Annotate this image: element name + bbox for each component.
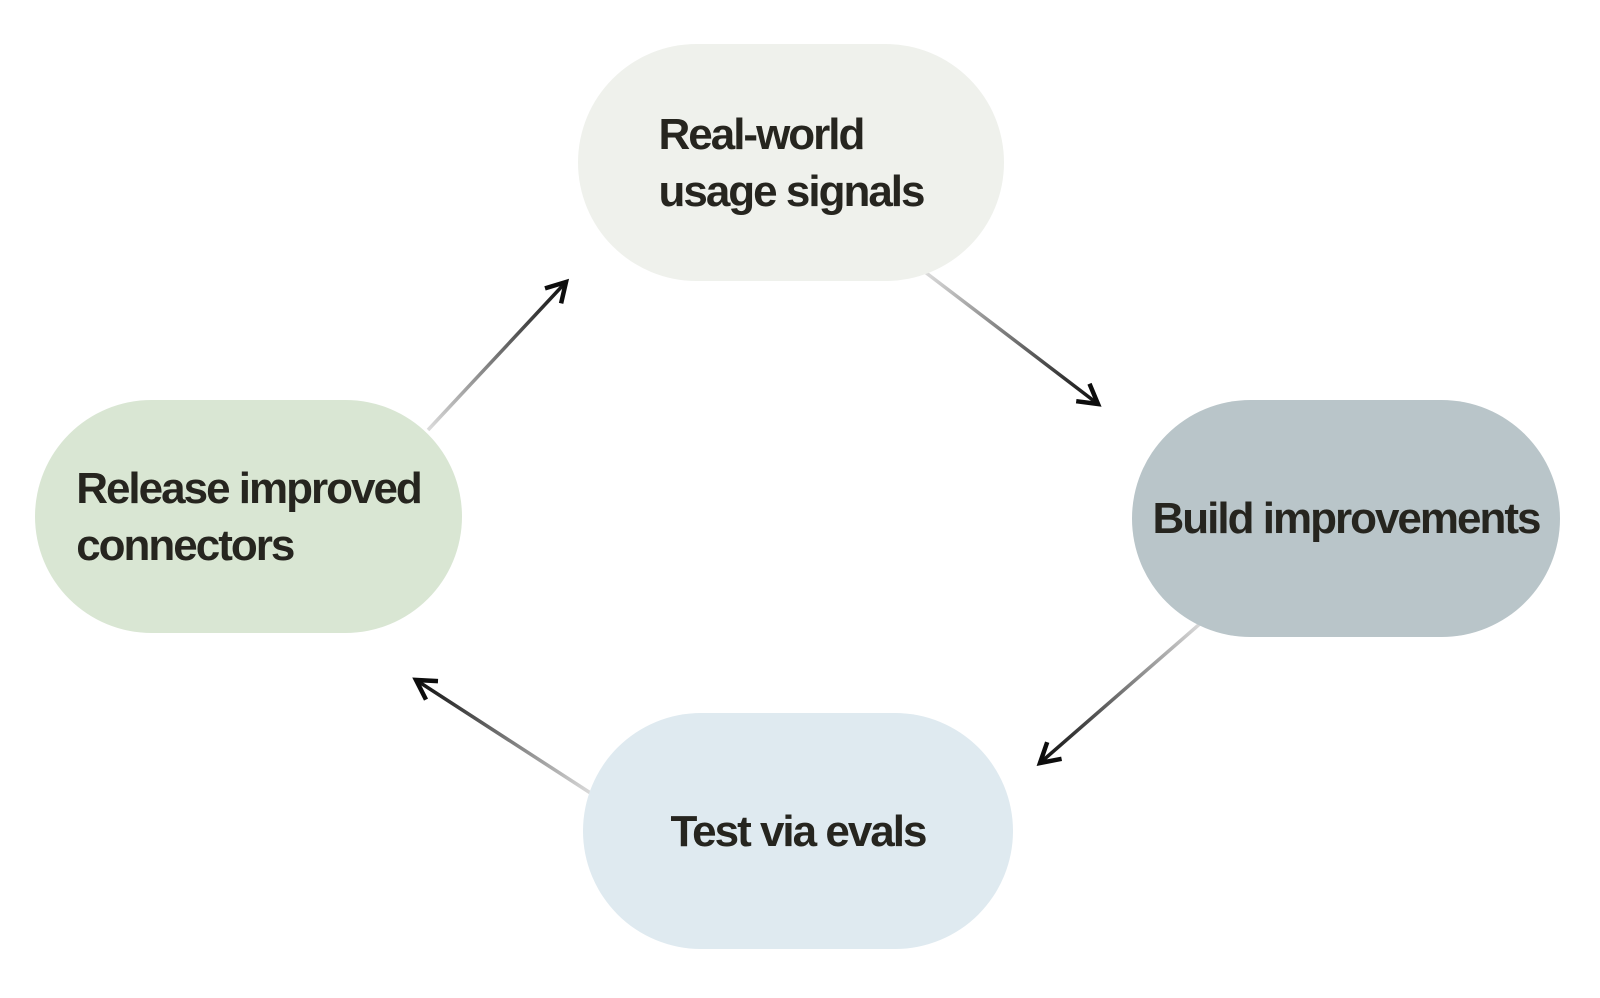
node-build-improvements: Build improvements	[1132, 400, 1560, 637]
arrowhead-icon	[544, 278, 570, 304]
arrow-build-improvements-to-test-evals	[1036, 620, 1204, 766]
node-real-world-usage-signals: Real-world usage signals	[578, 44, 1004, 281]
node-label-test-via-evals: Test via evals	[670, 806, 928, 856]
node-test-via-evals: Test via evals	[583, 713, 1013, 949]
node-release-improved-connectors: Release improved connectors	[35, 400, 462, 633]
node-label-release-improved-connectors: Release improved connectors	[76, 463, 423, 570]
arrow-shaft	[426, 280, 568, 432]
node-label-build-improvements: Build improvements	[1152, 494, 1542, 543]
arrow-release-connectors-to-usage-signals	[426, 278, 570, 432]
arrow-shaft	[1038, 620, 1204, 765]
arrowhead-icon	[412, 677, 439, 701]
arrow-usage-signals-to-build-improvements	[923, 270, 1102, 407]
node-label-real-world-usage-signals: Real-world usage signals	[658, 109, 925, 216]
arrow-test-evals-to-release-connectors	[412, 677, 593, 796]
arrow-shaft	[415, 678, 593, 796]
arrowhead-icon	[1075, 382, 1102, 407]
arrowhead-icon	[1036, 741, 1063, 766]
arrow-shaft	[923, 270, 1100, 406]
